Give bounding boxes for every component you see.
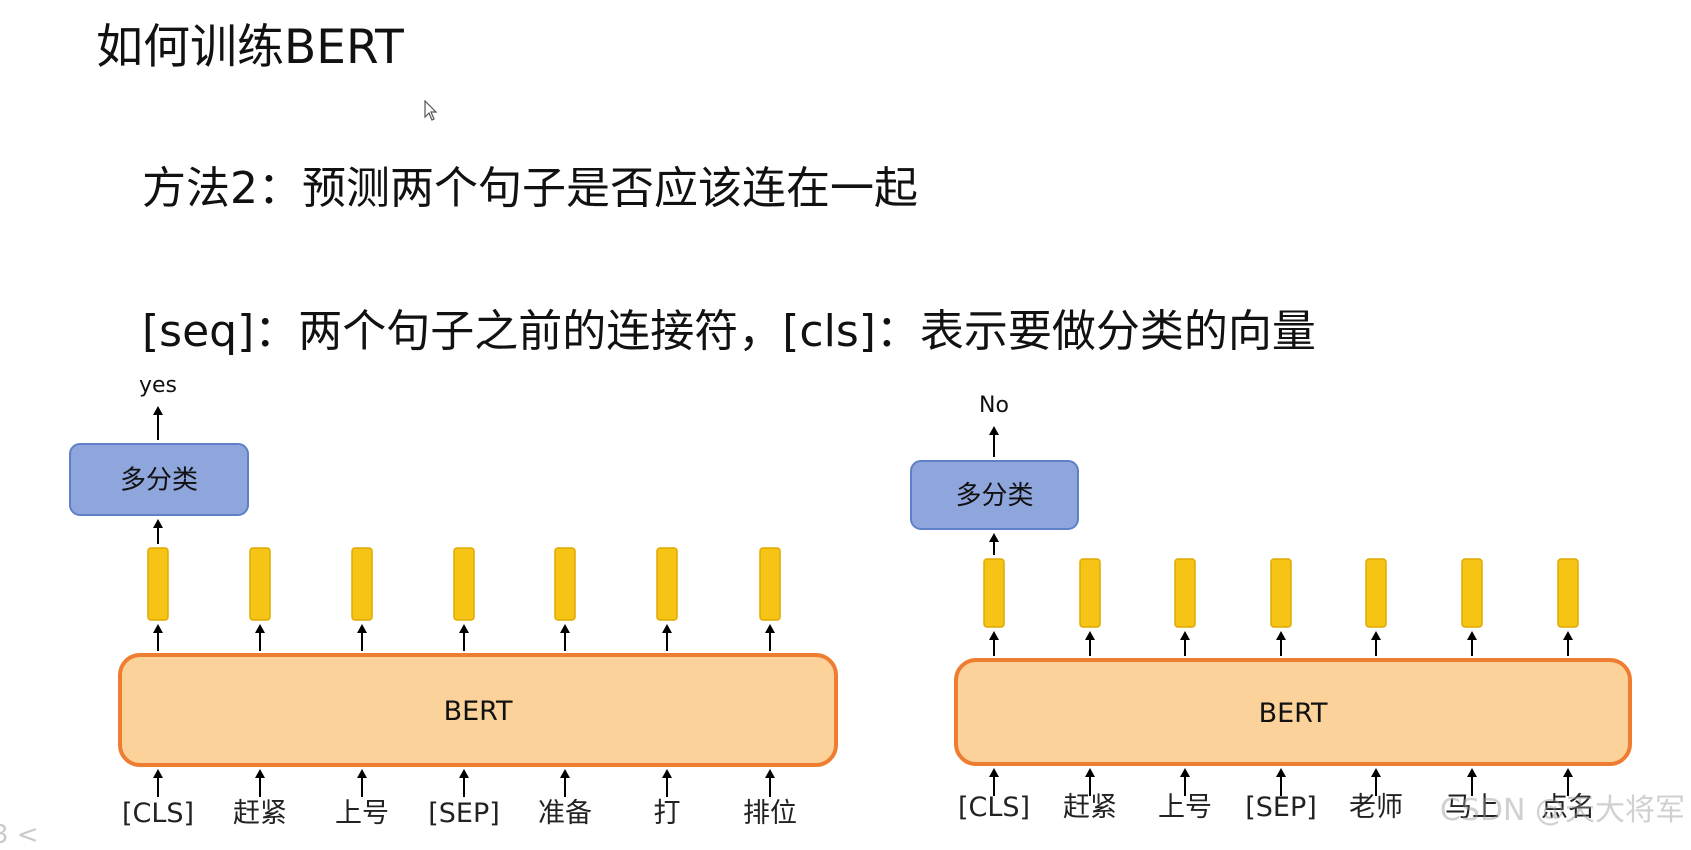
input-arrow-head	[1180, 768, 1190, 777]
token-vector	[1557, 558, 1579, 628]
token-vector	[147, 547, 169, 621]
hidden-arrow-head	[989, 631, 999, 640]
output-label: yes	[139, 373, 177, 398]
classifier-label: 多分类	[120, 466, 198, 496]
classifier-box	[910, 460, 1079, 530]
output-arrow-head	[153, 406, 163, 415]
token-vector	[1079, 558, 1101, 628]
token-vector	[1174, 558, 1196, 628]
input-token: 赶紧	[233, 798, 287, 829]
hidden-arrow-head	[662, 624, 672, 633]
hidden-arrow-head	[255, 624, 265, 633]
input-arrow-head	[1563, 768, 1573, 777]
token-vector	[249, 547, 271, 621]
output-label: No	[979, 393, 1009, 418]
token-vector	[656, 547, 678, 621]
bert-encoder-box	[118, 653, 838, 767]
input-arrow-head	[1276, 768, 1286, 777]
hidden-arrow-head	[1180, 631, 1190, 640]
input-token: 马上	[1445, 792, 1499, 823]
input-token: 打	[654, 798, 681, 829]
input-token: [CLS]	[958, 792, 1030, 823]
cls-arrow-head	[989, 533, 999, 542]
mouse-pointer-icon	[424, 100, 438, 121]
token-vector	[351, 547, 373, 621]
input-token: 上号	[335, 798, 389, 829]
token-vector	[453, 547, 475, 621]
method-heading: 方法2：预测两个句子是否应该连在一起	[142, 163, 918, 214]
hidden-arrow-head	[459, 624, 469, 633]
input-arrow-head	[357, 769, 367, 778]
token-vector	[1365, 558, 1387, 628]
input-arrow-head	[255, 769, 265, 778]
hidden-arrow-head	[1085, 631, 1095, 640]
corner-mark: 3 <	[0, 820, 39, 850]
input-token: 准备	[538, 798, 592, 829]
token-vector	[554, 547, 576, 621]
cls-arrow-head	[153, 519, 163, 528]
input-token: [CLS]	[122, 798, 194, 829]
input-token: 点名	[1541, 792, 1595, 823]
hidden-arrow-head	[153, 624, 163, 633]
slide-title: 如何训练BERT	[96, 20, 404, 75]
token-vector	[759, 547, 781, 621]
output-arrow-head	[989, 426, 999, 435]
watermark: CSDN @天大将军	[1439, 793, 1685, 828]
input-token: 赶紧	[1063, 792, 1117, 823]
input-arrow-head	[153, 769, 163, 778]
token-vector	[983, 558, 1005, 628]
hidden-arrow-head	[1563, 631, 1573, 640]
classifier-box	[69, 443, 249, 516]
bert-encoder-box	[954, 658, 1632, 766]
classifier-label: 多分类	[955, 481, 1033, 511]
input-token: [SEP]	[428, 798, 500, 829]
input-token: 上号	[1158, 792, 1212, 823]
hidden-arrow-head	[560, 624, 570, 633]
hidden-arrow-head	[1276, 631, 1286, 640]
input-arrow-head	[459, 769, 469, 778]
token-explanation: [seq]：两个句子之前的连接符，[cls]：表示要做分类的向量	[142, 306, 1316, 357]
bert-encoder-label: BERT	[444, 696, 513, 727]
input-arrow-head	[1467, 768, 1477, 777]
input-token: 排位	[743, 798, 797, 829]
input-arrow-head	[989, 768, 999, 777]
input-arrow-head	[1371, 768, 1381, 777]
input-arrow-head	[765, 769, 775, 778]
hidden-arrow-head	[357, 624, 367, 633]
input-arrow-head	[1085, 768, 1095, 777]
nsp-diagram-1: BERT [CLS] 赶紧 上号 [SEP] 准备 打 排位 多分类 yes	[69, 373, 838, 829]
input-token: [SEP]	[1245, 792, 1317, 823]
nsp-diagram-2: BERT [CLS] 赶紧 上号 [SEP] 老师 马上 点名 多分类 No	[910, 393, 1632, 823]
bert-encoder-label: BERT	[1259, 698, 1328, 729]
token-vector	[1461, 558, 1483, 628]
input-arrow-head	[662, 769, 672, 778]
input-token: 老师	[1349, 792, 1403, 823]
token-vector	[1270, 558, 1292, 628]
input-arrow-head	[560, 769, 570, 778]
hidden-arrow-head	[1371, 631, 1381, 640]
hidden-arrow-head	[1467, 631, 1477, 640]
hidden-arrow-head	[765, 624, 775, 633]
